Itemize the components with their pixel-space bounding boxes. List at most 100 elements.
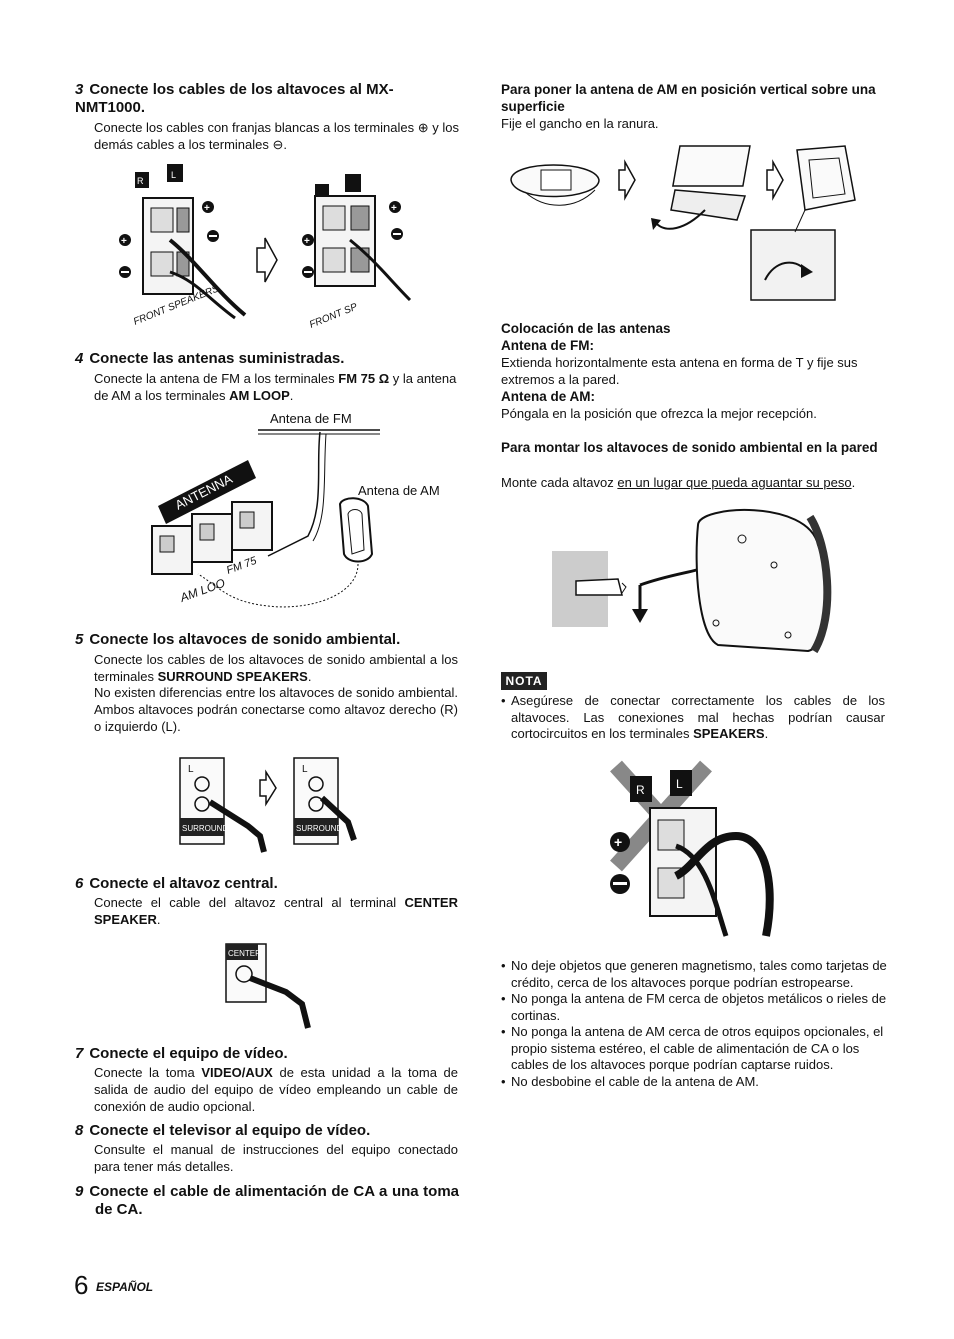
center-terminal-figure: CENTER — [225, 943, 311, 1029]
step-6-text: Conecte el cable del altavoz central al … — [94, 894, 458, 928]
am-antenna-label: Antena de AM — [358, 483, 440, 498]
step-number: 8 — [75, 1122, 84, 1139]
text-run-bold: VIDEO/AUX — [201, 1065, 273, 1080]
svg-text:+: + — [614, 834, 622, 850]
text-run: Conecte la antena de FM a los terminales — [94, 371, 339, 386]
am-loop-antenna — [338, 497, 374, 563]
step-4-text: Conecte la antena de FM a los terminales… — [94, 370, 460, 404]
wrong-wiring-figure: R L + — [610, 760, 774, 937]
am-vertical-heading: Para poner la antena de AM en posición v… — [501, 82, 876, 114]
step-7-heading: 7 Conecte el equipo de vídeo. — [75, 1045, 459, 1063]
am-heading: Antena de AM: — [501, 389, 595, 404]
step-title: Conecte el equipo de vídeo. — [89, 1045, 288, 1062]
step-4-heading: 4 Conecte las antenas suministradas. — [75, 350, 459, 368]
surround-label: SURROUND — [182, 824, 228, 833]
svg-text:+: + — [121, 236, 127, 247]
text-run-bold: SPEAKERS — [693, 726, 765, 741]
fm-heading: Antena de FM: — [501, 338, 594, 353]
am-antenna-standing — [750, 145, 856, 301]
text-run-underline: en un lugar que pueda aguantar su peso — [617, 475, 852, 490]
screw — [575, 578, 623, 596]
center-label: CENTER — [228, 949, 261, 958]
warning-item: No desbobine el cable de la antena de AM… — [501, 1074, 889, 1091]
step-6-heading: 6 Conecte el altavoz central. — [75, 875, 459, 893]
placement-block: Colocación de las antenas Antena de FM: … — [501, 320, 886, 422]
text-run: . — [764, 726, 769, 741]
step-number: 9 — [75, 1183, 84, 1200]
antenna-connection-figure: ANTENNA FM 75 AM LOO — [151, 429, 380, 608]
text-run: Conecte los cables de los altavoces de s… — [94, 652, 458, 684]
arrow-icon — [259, 769, 277, 807]
fm-antenna-label: Antena de FM — [270, 411, 352, 426]
step-7-text: Conecte la toma VIDEO/AUX de esta unidad… — [94, 1064, 458, 1115]
text-run: Monte cada altavoz — [501, 475, 618, 490]
language-label: ESPAÑOL — [96, 1280, 154, 1294]
front-sp-label: FRONT SP — [308, 302, 359, 331]
am-antenna-vertical-figure — [510, 145, 856, 301]
step-title: Conecte el altavoz central. — [89, 875, 278, 892]
text-run: Asegúrese de conectar correctamente los … — [511, 693, 885, 741]
warning-item: No ponga la antena de AM cerca de otros … — [501, 1024, 889, 1074]
text-run-bold: CENTER SPEAKER — [94, 895, 458, 927]
speaker-back — [695, 508, 830, 653]
warning-item: No ponga la antena de FM cerca de objeto… — [501, 991, 889, 1024]
arrow-icon — [766, 159, 784, 201]
am-antenna-flat — [510, 164, 600, 206]
step-3-text: Conecte los cables con franjas blancas a… — [94, 120, 459, 152]
text-run: Conecte la toma — [94, 1065, 202, 1080]
am-antenna-hook — [651, 145, 751, 230]
amloop-label: AM LOO — [177, 576, 227, 605]
terminal-block-left: R L + + FRONT SPEAKERS — [119, 164, 247, 328]
tag-l: L — [188, 764, 194, 775]
tag-r: R — [137, 176, 144, 186]
page-number: 6 — [74, 1270, 89, 1300]
step-number: 4 — [75, 350, 84, 367]
front-speaker-terminal-figure: R L + + FRONT SPEAKERS + + FRONT SP — [119, 164, 412, 331]
step-5-heading: 5 Conecte los altavoces de sonido ambient… — [75, 631, 459, 649]
terminal-block-right: + + FRONT SP — [302, 174, 412, 331]
step-5-text-1: Conecte los cables de los altavoces de s… — [94, 651, 458, 685]
warning-item: No deje objetos que generen magnetismo, … — [501, 958, 889, 991]
svg-text:+: + — [204, 203, 210, 214]
surround-terminal-figure: L SURROUND L SURROUND — [179, 757, 357, 853]
text-run: . — [156, 912, 161, 927]
step-5-text-2: No existen diferencias entre los altavoc… — [94, 685, 458, 734]
step-title: Conecte el cable de alimentación de CA a… — [89, 1183, 459, 1218]
step-number: 3 — [75, 81, 84, 98]
svg-text:L: L — [302, 764, 308, 775]
step-title: Conecte las antenas suministradas. — [89, 350, 345, 367]
tag-l: L — [676, 777, 683, 791]
svg-text:+: + — [391, 203, 397, 214]
step-number: 7 — [75, 1045, 84, 1062]
step-number: 5 — [75, 631, 84, 648]
note-item: Asegúrese de conectar correctamente los … — [501, 693, 885, 743]
antenna-band — [158, 460, 256, 524]
arrow-icon — [256, 237, 278, 283]
text-run-bold: FM 75 Ω — [338, 371, 390, 386]
warning-list: No deje objetos que generen magnetismo, … — [501, 958, 889, 1090]
am-text: Póngala en la posición que ofrezca la me… — [501, 406, 817, 421]
text-run: . — [307, 669, 312, 684]
note-badge: NOTA — [501, 672, 547, 690]
am-vertical-text: Fije el gancho en la ranura. — [501, 116, 659, 131]
step-title: Conecte los altavoces de sonido ambienta… — [89, 631, 401, 648]
text-run: . — [851, 475, 856, 490]
note-badge-text: NOTA — [505, 674, 543, 688]
note-list: Asegúrese de conectar correctamente los … — [501, 693, 885, 743]
step-title: Conecte los cables de los altavoces al M… — [75, 81, 394, 116]
svg-text:+: + — [304, 236, 310, 247]
wall-mount-figure — [552, 508, 832, 654]
text-run: . — [289, 388, 294, 403]
surround-terminal-left: L SURROUND — [179, 757, 267, 853]
step-9-heading: 9 Conecte el cable de alimentación de CA … — [75, 1183, 459, 1219]
placement-heading: Colocación de las antenas — [501, 321, 671, 336]
text-run: de esta unidad a la toma de salida de au… — [94, 1065, 459, 1114]
step-number: 6 — [75, 875, 84, 892]
text-run: y la antena de AM a los terminales — [94, 371, 457, 403]
text-run-bold: SURROUND SPEAKERS — [157, 669, 308, 684]
text-run-bold: AM LOOP — [229, 388, 290, 403]
step-8-text: Consulte el manual de instrucciones del … — [94, 1142, 458, 1174]
fm-text: Extienda horizontalmente esta antena en … — [501, 355, 858, 387]
